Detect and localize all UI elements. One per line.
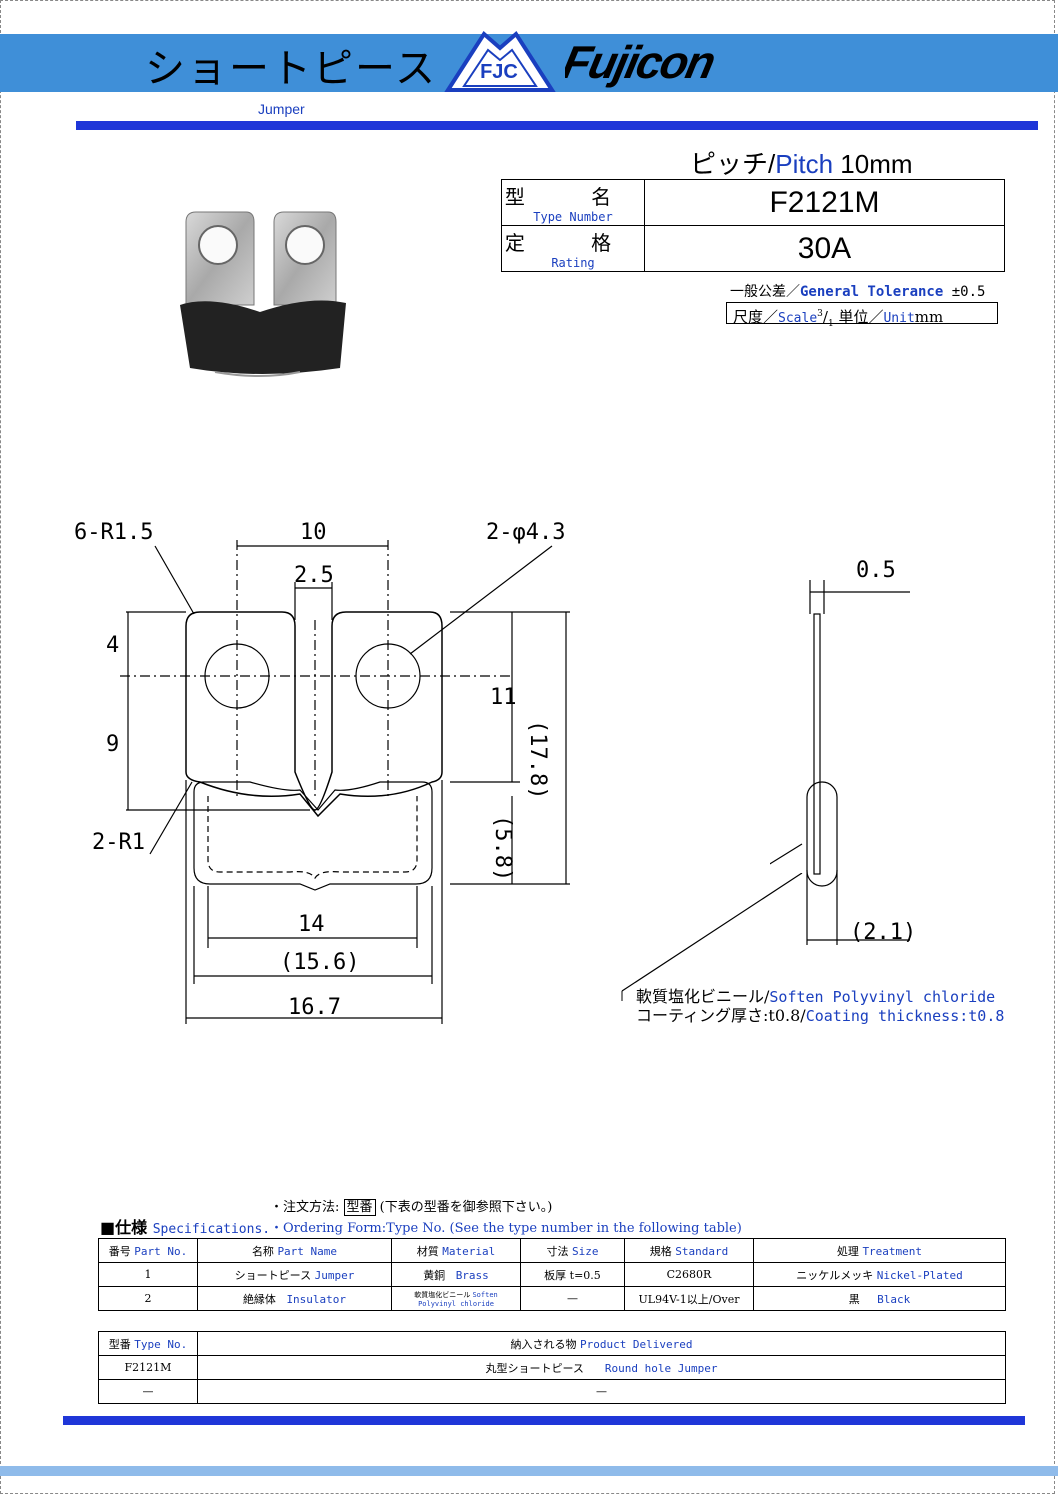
product-photo	[170, 200, 360, 390]
ordering-form: ・Ordering Form:Type No. (See the type nu…	[270, 1221, 742, 1236]
spec-box: 型 名 Type Number F2121M 定 格 Rating 30A	[501, 179, 1005, 272]
dim-side-2-1: (2.1)	[850, 920, 917, 945]
scale-unit-box: 尺度／Scale3/1 単位／Unitmm	[726, 302, 998, 329]
side-view-drawing	[759, 570, 920, 950]
pitch-label: ピッチ/Pitch 10mm	[690, 149, 913, 179]
specifications-table: 番号 Part No. 名称 Part Name 材質 Material 寸法 …	[98, 1238, 1006, 1311]
front-view-drawing	[60, 510, 620, 1030]
dim-6-r15: 6-R1.5	[74, 520, 154, 545]
subtitle: Jumper	[258, 101, 305, 117]
coating-leader	[614, 872, 814, 1003]
specifications-heading: ■仕様 Specifications.	[100, 1218, 271, 1237]
table-header-row: 番号 Part No. 名称 Part Name 材質 Material 寸法 …	[98, 1238, 1006, 1263]
table-row: 2 絶縁体 Insulator 軟質塩化ビニール Soften Polyviny…	[98, 1286, 1006, 1311]
table-row: — —	[98, 1379, 1006, 1404]
logo-badge-text: FJC	[480, 61, 518, 83]
delivery-table: 型番 Type No. 納入される物 Product Delivered F21…	[98, 1331, 1006, 1404]
rating-value: 30A	[644, 225, 1005, 272]
type-label-cell: 型 名 Type Number	[501, 179, 645, 226]
table-row: F2121M 丸型ショートピース Round hole Jumper	[98, 1355, 1006, 1380]
table-row: 1 ショートピース Jumper 黄銅 Brass 板厚 t=0.5 C2680…	[98, 1262, 1006, 1287]
page-title: ショートピース	[145, 46, 437, 92]
dim-pitch-10: 10	[300, 520, 327, 545]
general-tolerance: 一般公差／General Tolerance ±0.5	[730, 284, 986, 300]
dim-gap-25: 2.5	[294, 563, 334, 588]
dim-4: 4	[106, 633, 120, 658]
ordering-method: ・注文方法: 型番 (下表の型番を御参照下さい。)	[270, 1199, 553, 1216]
type-number-value: F2121M	[644, 179, 1005, 226]
dim-thickness-05: 0.5	[856, 558, 896, 583]
dim-11: 11	[490, 685, 517, 710]
dim-5-8: (5.8)	[490, 815, 515, 882]
dim-14: 14	[298, 912, 325, 937]
brand-text: Fujicon	[565, 36, 719, 87]
fujicon-wordmark: Fujicon	[558, 36, 775, 90]
bottom-rule	[63, 1416, 1025, 1425]
top-rule	[76, 121, 1038, 130]
fjc-logo: FJC	[442, 30, 557, 92]
dim-15-6: (15.6)	[280, 950, 360, 975]
dim-2-d43: 2-φ4.3	[486, 520, 566, 545]
dim-17-8: (17.8)	[525, 720, 550, 800]
coating-note-line2: コーティング厚さ:t0.8/Coating thickness:t0.8	[636, 1006, 1005, 1025]
rating-label-cell: 定 格 Rating	[501, 225, 645, 272]
dim-16-7: 16.7	[288, 995, 341, 1020]
dim-9: 9	[106, 732, 120, 757]
footer-band	[0, 1466, 1058, 1476]
table-header-row: 型番 Type No. 納入される物 Product Delivered	[98, 1331, 1006, 1356]
dim-2-r1: 2-R1	[92, 830, 145, 855]
coating-note-line1: 軟質塩化ビニール/Soften Polyvinyl chloride	[636, 987, 996, 1006]
